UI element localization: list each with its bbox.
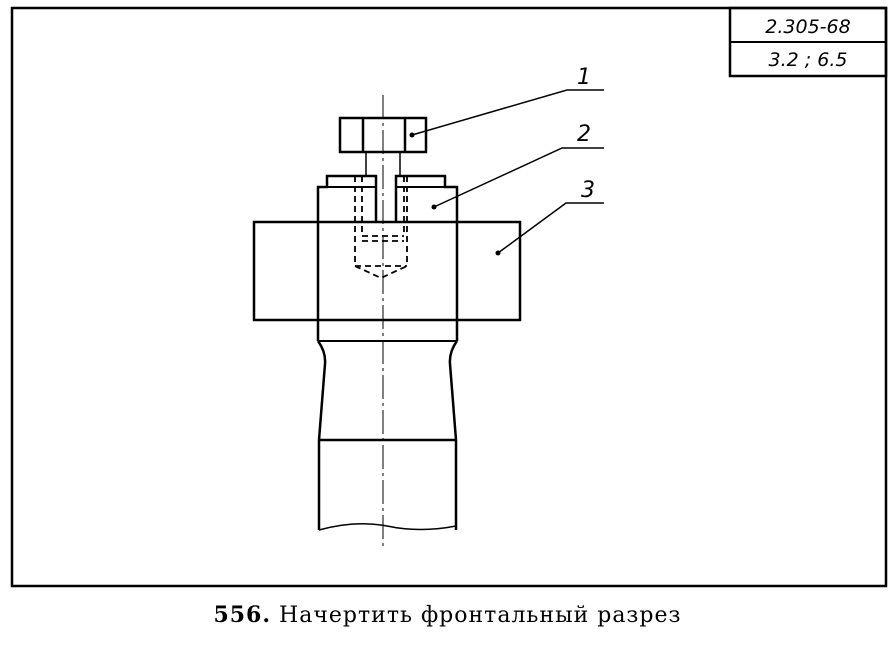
- exercise-caption: 556. Начертить фронтальный разрез: [0, 602, 895, 628]
- callout-3: 3: [581, 178, 595, 203]
- hidden-lines: [354, 176, 408, 279]
- reference-stamp: 2.305-68 3.2 ; 6.5: [728, 6, 888, 78]
- stamp-standard: 2.305-68: [765, 16, 850, 38]
- bolt-head: [338, 116, 428, 154]
- exercise-number: 556.: [213, 602, 272, 628]
- callout-2: 2: [577, 122, 591, 147]
- collar-part: [316, 174, 459, 222]
- stamp-clauses: 3.2 ; 6.5: [769, 49, 848, 71]
- flange-plate: [252, 220, 522, 322]
- callout-1: 1: [577, 65, 591, 90]
- leader-lines: [411, 89, 604, 254]
- leader-dots: [409, 132, 501, 256]
- shaft-body: [316, 222, 459, 531]
- bolt-shank: [365, 152, 401, 176]
- exercise-text: Начертить фронтальный разрез: [279, 603, 682, 628]
- drawing-frame: [10, 6, 888, 588]
